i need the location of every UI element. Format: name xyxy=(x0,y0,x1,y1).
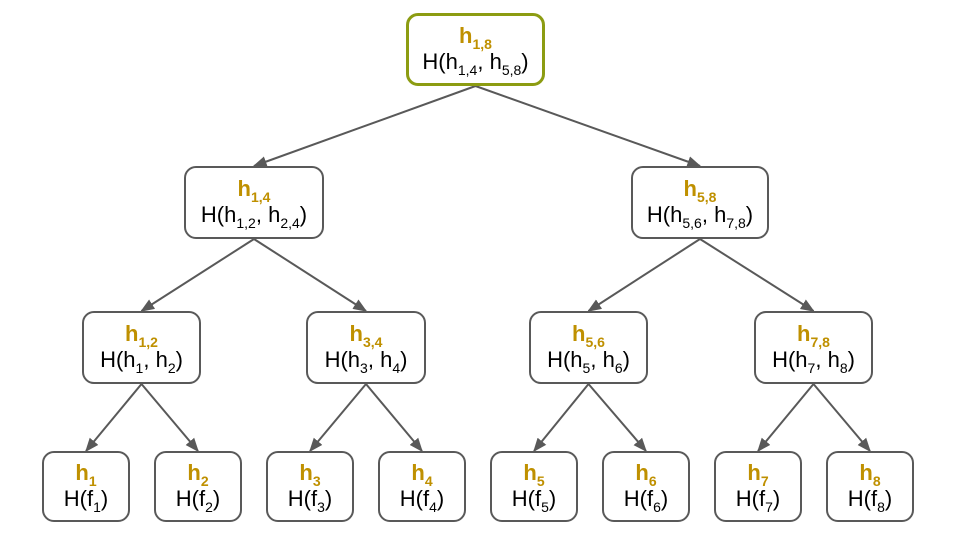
edge-h12-h2 xyxy=(140,383,199,453)
edge-h58-h78 xyxy=(699,238,815,312)
edge-h34-h3 xyxy=(309,383,367,453)
hash-expression: H(h1, h2) xyxy=(100,346,183,376)
node-label: h6 xyxy=(635,459,657,489)
node-label: h7,8 xyxy=(797,320,830,350)
node-label: h3 xyxy=(299,459,321,489)
hash-expression: H(f3) xyxy=(287,485,333,515)
node-label: h8 xyxy=(859,459,881,489)
hash-expression: H(f7) xyxy=(735,485,781,515)
edge-h78-h7 xyxy=(757,383,815,453)
edge-h78-h8 xyxy=(812,383,871,453)
hash-expression: H(f2) xyxy=(175,485,221,515)
hash-expression: H(h1,4, h5,8) xyxy=(422,48,529,78)
node-label: h1,2 xyxy=(125,320,158,350)
node-label: h3,4 xyxy=(349,320,383,350)
node-label: h1,4 xyxy=(237,175,271,205)
node-label: h1,8 xyxy=(459,22,492,52)
edge-h58-h56 xyxy=(587,238,701,312)
edge-h14-h12 xyxy=(140,238,255,312)
hash-expression: H(f1) xyxy=(63,485,109,515)
hash-expression: H(f5) xyxy=(511,485,557,515)
node-label: h5,8 xyxy=(683,175,717,205)
hash-expression: H(h3, h4) xyxy=(324,346,408,376)
edge-h18-h14 xyxy=(252,85,476,167)
edge-h18-h58 xyxy=(475,85,702,168)
hash-expression: H(h7, h8) xyxy=(772,346,855,376)
edge-h56-h6 xyxy=(587,383,647,453)
hash-expression: H(h5,6, h7,8) xyxy=(646,201,754,231)
hash-expression: H(f8) xyxy=(847,485,893,515)
node-label: h4 xyxy=(411,459,433,489)
node-label: h2 xyxy=(187,459,209,489)
node-label: h5 xyxy=(523,459,545,489)
edge-h56-h5 xyxy=(533,383,590,453)
node-label: h7 xyxy=(747,459,769,489)
edge-h12-h1 xyxy=(85,383,143,453)
hash-expression: H(f4) xyxy=(399,485,445,515)
node-label: h5,6 xyxy=(572,320,605,350)
hash-expression: H(h5, h6) xyxy=(547,346,630,376)
edge-h14-h34 xyxy=(253,238,368,312)
hash-expression: H(h1,2, h2,4) xyxy=(200,201,308,231)
edge-h34-h4 xyxy=(365,383,423,453)
node-label: h1 xyxy=(75,459,97,489)
hash-expression: H(f6) xyxy=(623,485,669,515)
